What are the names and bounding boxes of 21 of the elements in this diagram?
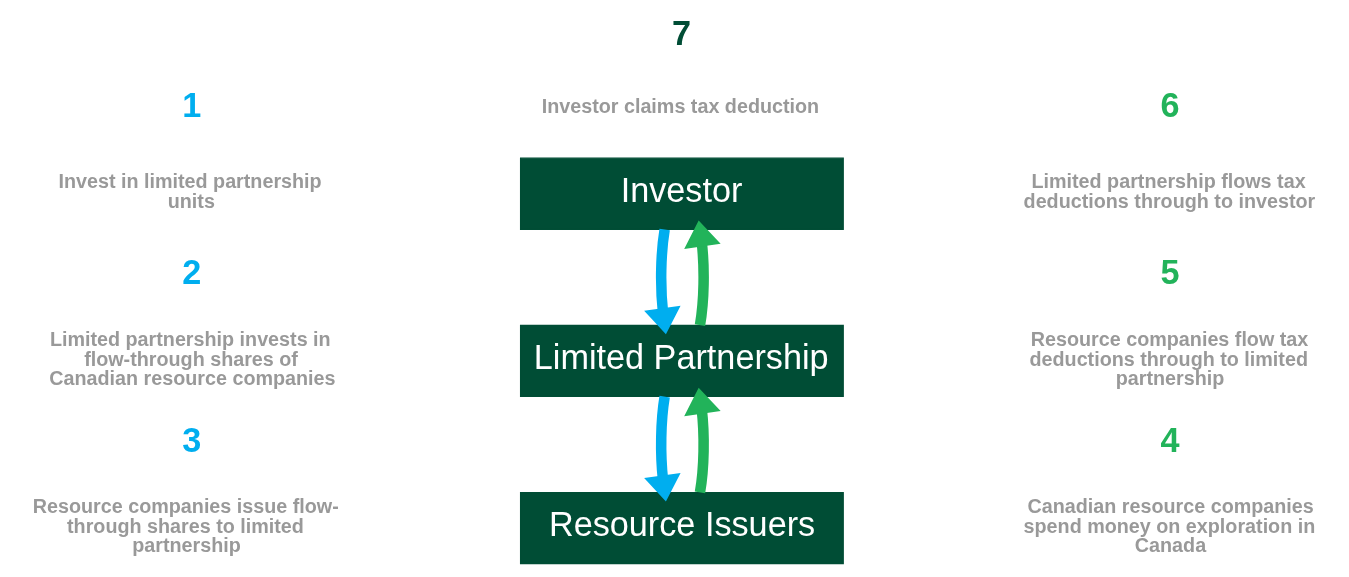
label: Invest in limited partnership units	[57, 170, 322, 213]
label: 5	[1160, 253, 1180, 292]
label: Resource companies issue flow-through shares to limited partnership	[32, 494, 339, 557]
label: 6	[1160, 86, 1180, 125]
label: Limited partnership flows tax deductions through to investor	[1023, 170, 1315, 213]
node-box: Investor	[519, 157, 844, 230]
node-box: Resource Issuers	[519, 491, 844, 565]
label: 1	[181, 86, 201, 125]
label: Investor claims tax deduction	[541, 95, 819, 118]
label: 4	[1160, 420, 1180, 459]
label: 7	[671, 13, 691, 52]
arrow	[683, 387, 721, 494]
label: 3	[181, 420, 201, 459]
label: Canadian resource companies spend money on exploration in Canada	[1023, 494, 1315, 557]
label: Limited partnership invests in flow-through shares of Canadian resource companies	[48, 327, 336, 390]
arrow	[683, 220, 721, 326]
node-box: Limited Partnership	[519, 324, 844, 398]
arrow	[643, 395, 681, 502]
label: 2	[181, 253, 201, 292]
arrow	[643, 228, 681, 335]
label: Resource companies flow tax deductions through to limited partnership	[1029, 327, 1308, 390]
